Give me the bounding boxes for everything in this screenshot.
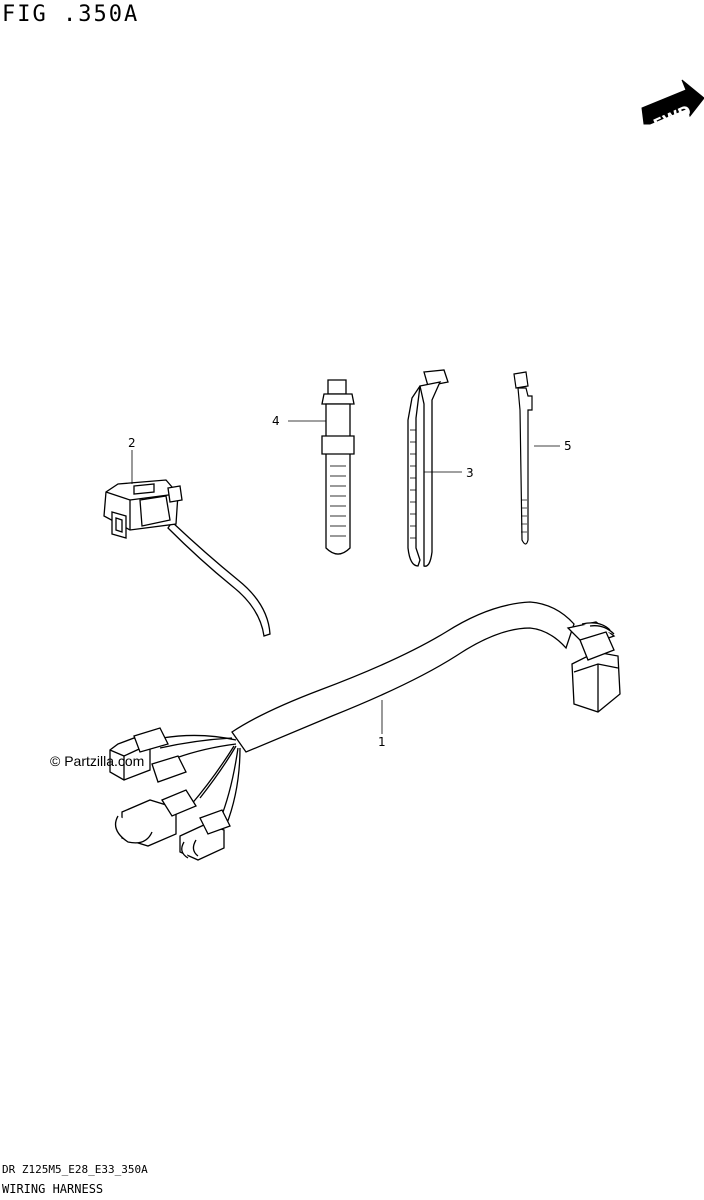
bent-cable-tie-part-3[interactable]: [407, 369, 449, 567]
wiring-harness-part-1[interactable]: [109, 601, 621, 861]
thin-cable-tie-part-5[interactable]: [513, 371, 533, 545]
diagram-reference-code: DR Z125M5_E28_E33_350A: [2, 1163, 148, 1176]
callout-part-1: 1: [378, 735, 386, 749]
partzilla-watermark: © Partzilla.com: [50, 753, 145, 769]
band-strap-part-4[interactable]: [321, 379, 355, 555]
callout-part-5: 5: [564, 439, 572, 453]
callout-part-3: 3: [466, 466, 474, 480]
fwd-arrow-badge: FWD: [641, 79, 704, 134]
switch-connector-part-2[interactable]: [103, 479, 271, 637]
diagram-name: WIRING HARNESS: [2, 1182, 104, 1196]
figure-title: FIG .350A: [2, 2, 140, 27]
callout-part-4: 4: [272, 414, 280, 428]
callout-part-2: 2: [128, 436, 136, 450]
